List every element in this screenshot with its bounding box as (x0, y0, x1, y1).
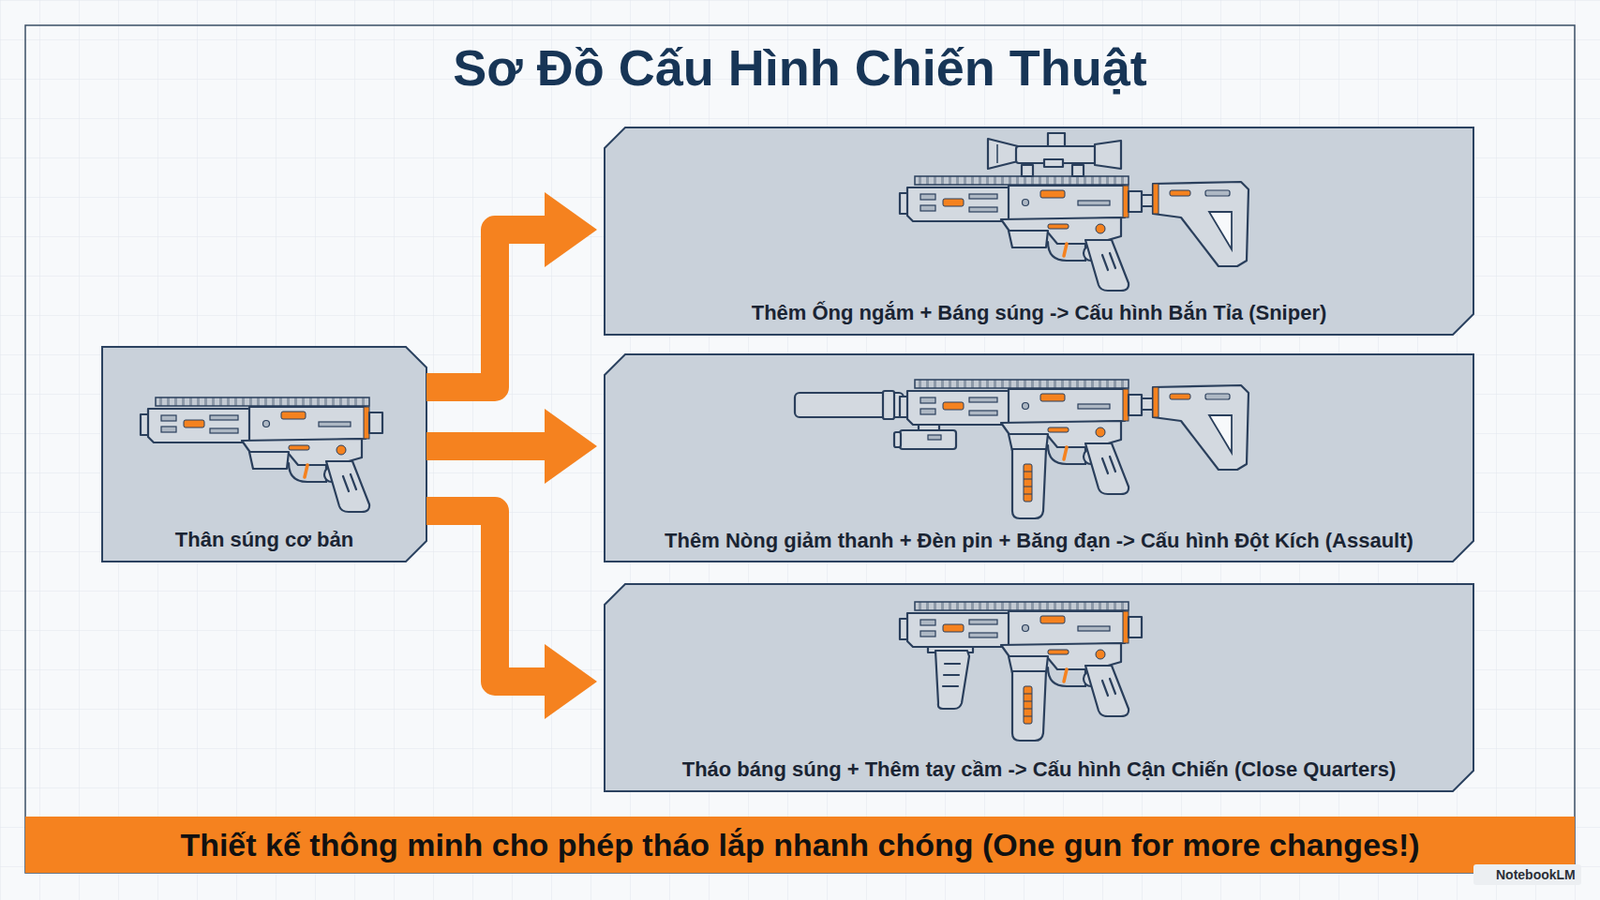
box-outline-path (604, 127, 1474, 335)
drawing-part (1012, 448, 1047, 519)
watermark: NotebookLM (1473, 864, 1582, 885)
box-outline-path (25, 816, 1575, 873)
box-outline-path (604, 354, 1474, 562)
config-box: Thân súng cơ bản (102, 346, 427, 562)
box-outline-path (102, 346, 427, 562)
outer-frame (25, 25, 1575, 873)
slogan-text: Thiết kế thông minh cho phép tháo lắp nh… (179, 825, 1420, 865)
box-outline-path (604, 583, 1474, 792)
drawing-part (1012, 671, 1047, 741)
box-caption: Thêm Ống ngắm + Báng súng -> Cấu hình Bắ… (751, 300, 1328, 326)
config-box: Tháo báng súng + Thêm tay cầm -> Cấu hìn… (604, 583, 1474, 792)
summary-band: Thiết kế thông minh cho phép tháo lắp nh… (25, 816, 1575, 873)
orange-arrow (426, 229, 545, 388)
orange-arrow (426, 432, 545, 461)
box-caption: Thân súng cơ bản (175, 527, 354, 553)
config-box: Thêm Ống ngắm + Báng súng -> Cấu hình Bắ… (604, 127, 1474, 335)
diagram-title: Sơ Đồ Cấu Hình Chiến Thuật (0, 37, 1600, 99)
box-caption: Thêm Nòng giảm thanh + Đèn pin + Băng đạ… (664, 528, 1414, 554)
drawing-part (794, 390, 904, 419)
orange-arrow (426, 510, 545, 682)
box-caption: Tháo báng súng + Thêm tay cầm -> Cấu hìn… (682, 757, 1397, 782)
config-box: Thêm Nòng giảm thanh + Đèn pin + Băng đạ… (604, 354, 1474, 562)
